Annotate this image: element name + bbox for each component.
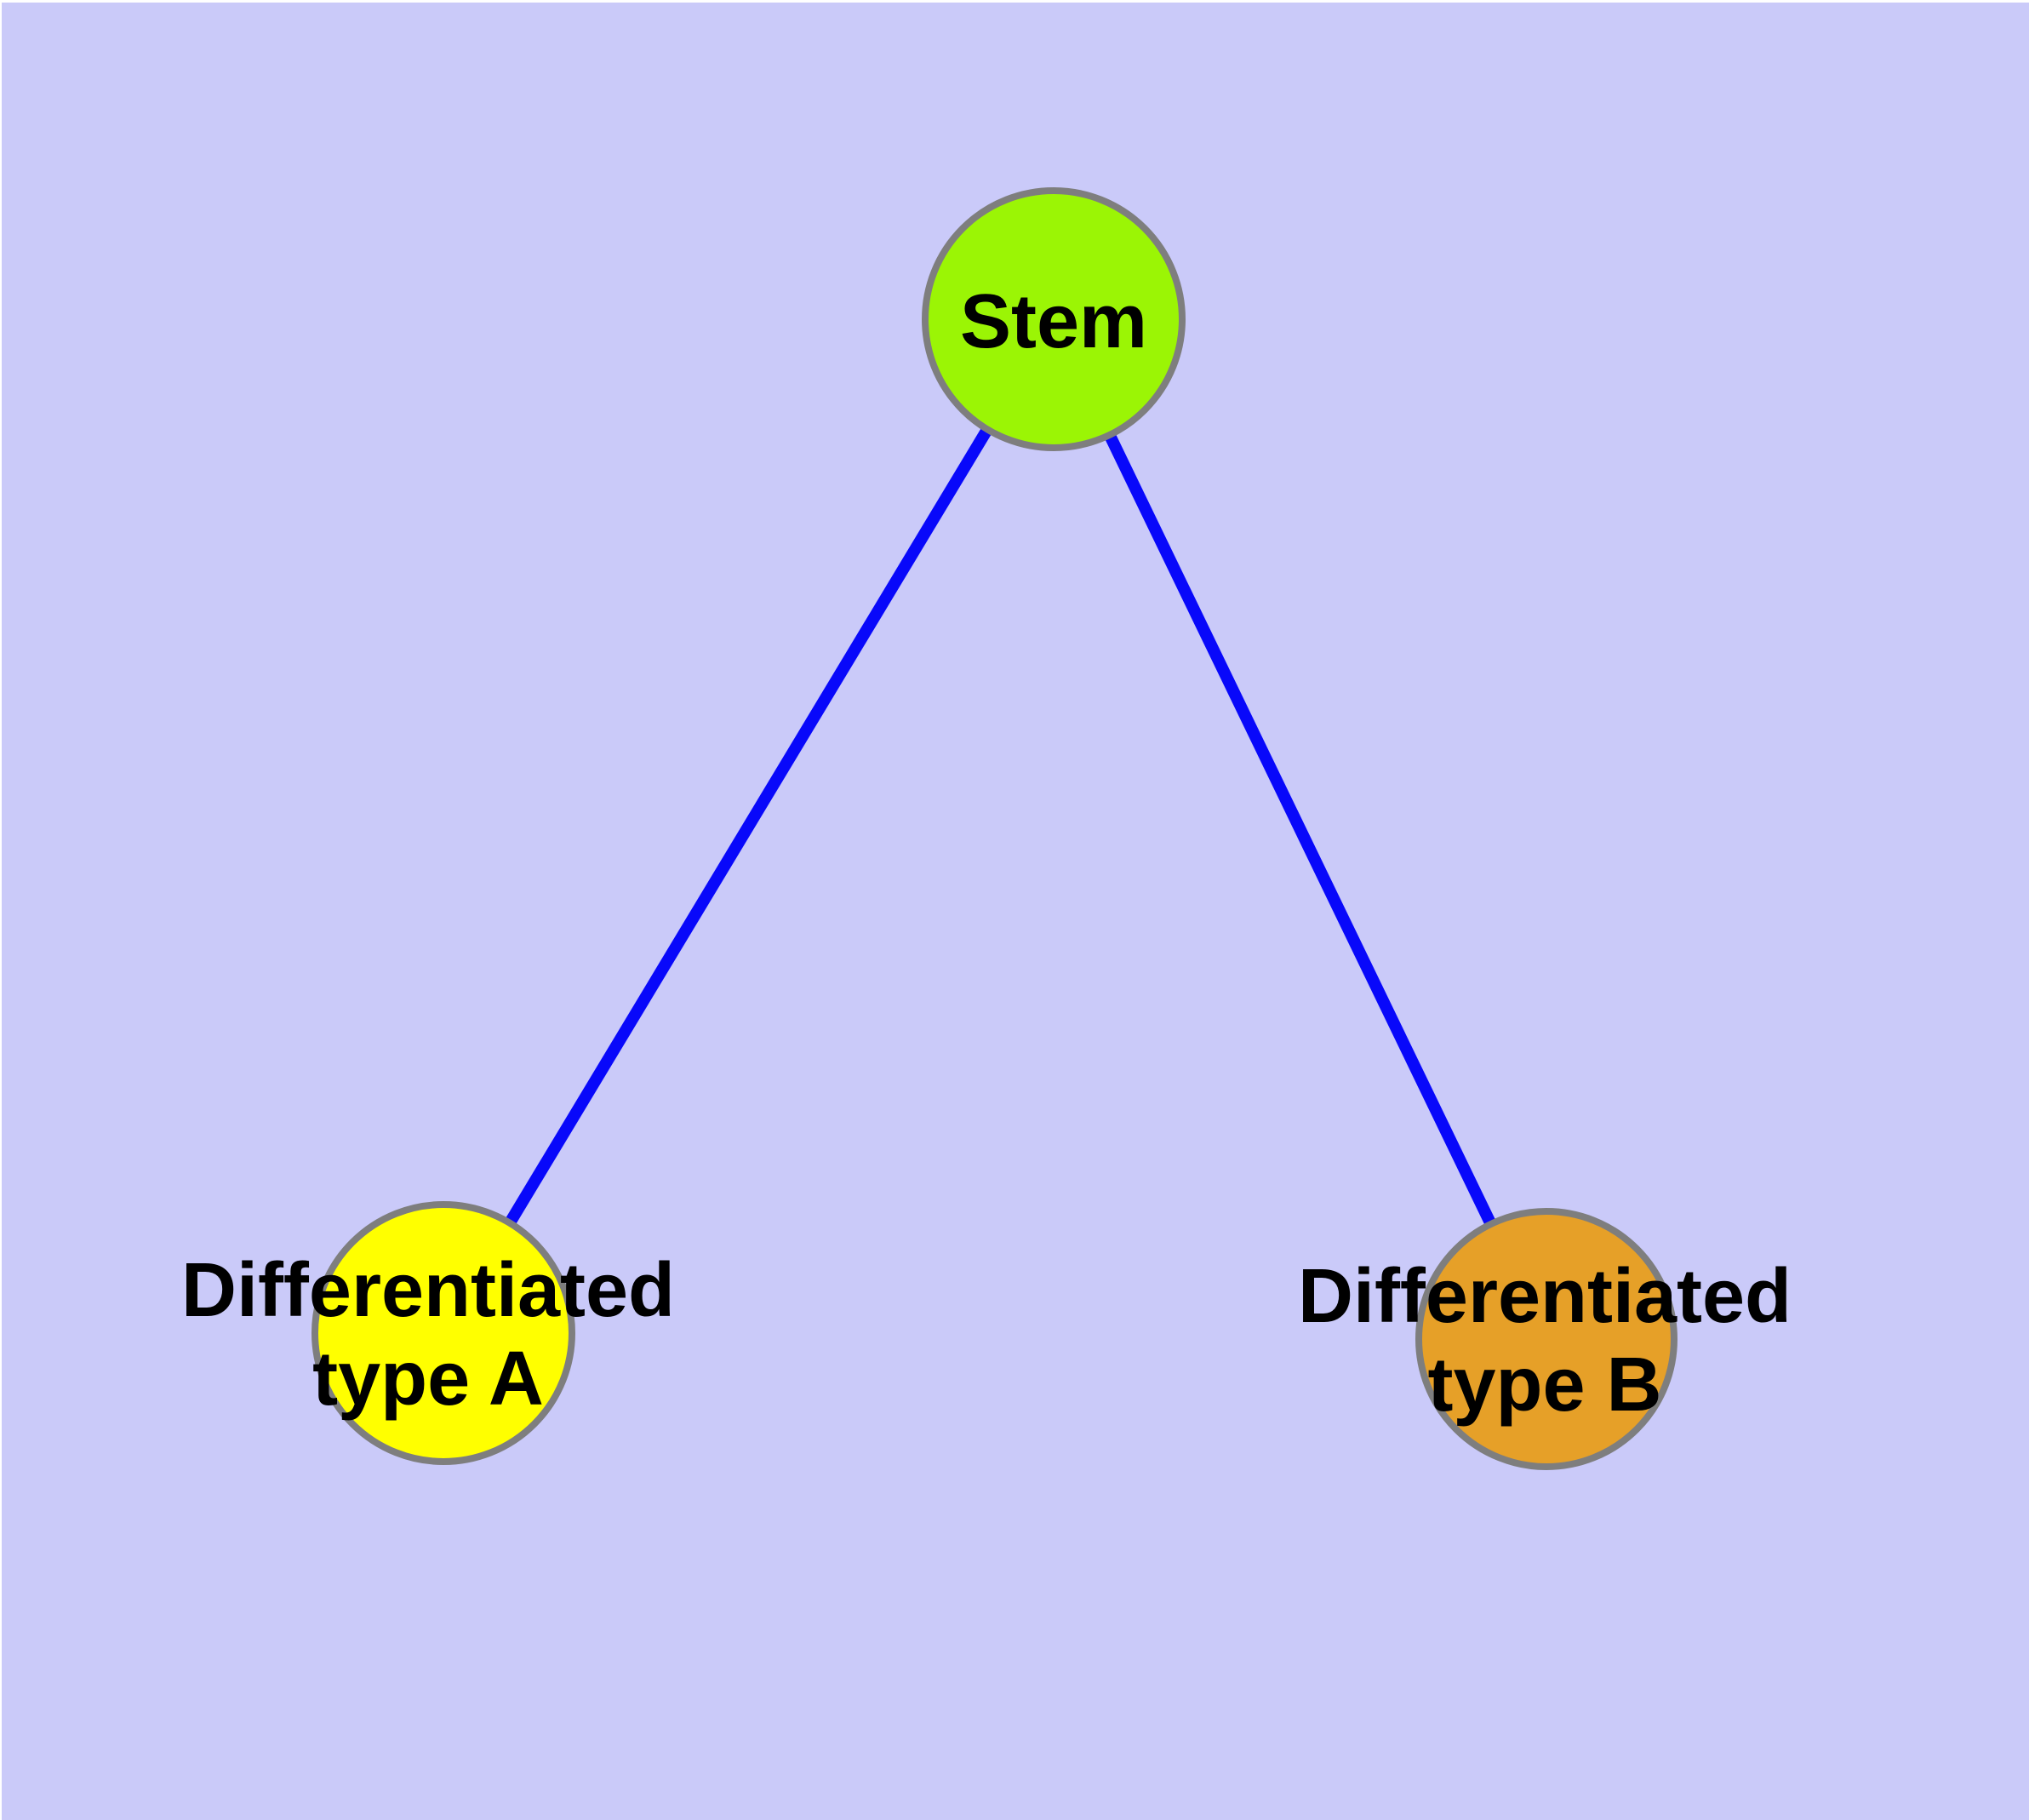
edge-stem-to-type-a	[438, 316, 1059, 1336]
edge-layer	[438, 316, 1552, 1342]
node-type-b-circle	[1415, 1208, 1677, 1470]
node-type-a-label-line1: Differentiated	[181, 1248, 675, 1333]
node-stem-label: Stem	[960, 279, 1147, 364]
node-stem-circle	[922, 187, 1186, 451]
node-type-a-label-line2: type A	[312, 1336, 544, 1422]
node-type-b-label-line1: Differentiated	[1298, 1254, 1792, 1339]
label-layer: Stem Differentiated type A Differentiate…	[181, 279, 1792, 1428]
edge-stem-to-type-b	[1048, 316, 1552, 1342]
node-type-b-label-line2: type B	[1427, 1342, 1661, 1428]
node-type-a-circle	[311, 1201, 575, 1465]
node-layer	[311, 187, 1677, 1470]
